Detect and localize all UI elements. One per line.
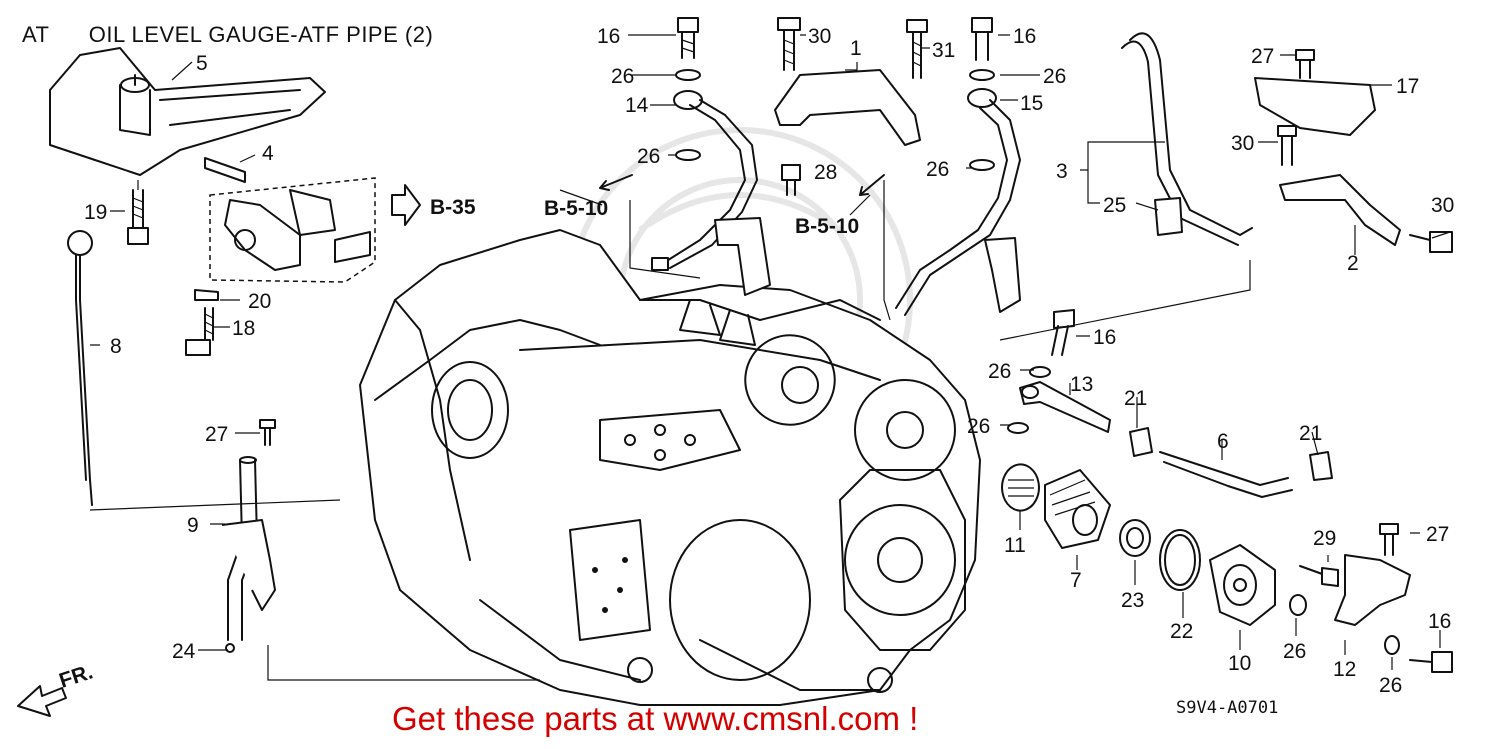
callout-27: 27 bbox=[1251, 45, 1274, 68]
hardware-stack-right bbox=[906, 17, 997, 171]
reference-label-b510: B-5-10 bbox=[795, 215, 859, 238]
front-direction-arrow bbox=[17, 685, 67, 717]
callout-4: 4 bbox=[262, 142, 274, 165]
callout-5: 5 bbox=[196, 52, 208, 75]
callout-9: 9 bbox=[187, 514, 199, 537]
reference-label-b35: B-35 bbox=[430, 196, 476, 219]
callout-26: 26 bbox=[637, 145, 660, 168]
callout-16: 16 bbox=[1093, 326, 1116, 349]
callout-7: 7 bbox=[1070, 569, 1082, 592]
callout-30: 30 bbox=[1231, 132, 1254, 155]
dipstick-part-8 bbox=[67, 230, 93, 506]
callout-15: 15 bbox=[1020, 92, 1043, 115]
front-direction-label: FR. bbox=[56, 660, 95, 692]
callout-26: 26 bbox=[1283, 640, 1306, 663]
atf-pipe-part-14 bbox=[651, 99, 771, 296]
callout-21: 21 bbox=[1124, 387, 1147, 410]
callout-30: 30 bbox=[1431, 194, 1454, 217]
bracket-part-17 bbox=[1254, 49, 1376, 136]
callout-6: 6 bbox=[1217, 430, 1229, 453]
callout-11: 11 bbox=[1004, 534, 1026, 557]
part-20-and-18 bbox=[185, 289, 219, 356]
callout-16: 16 bbox=[1428, 610, 1451, 633]
promo-banner: Get these parts at www.cmsnl.com ! bbox=[392, 700, 919, 737]
callout-26: 26 bbox=[967, 415, 990, 438]
reference-arrow-b35 bbox=[391, 184, 421, 226]
atf-pipe-part-15 bbox=[895, 99, 1021, 316]
bolt-part-19 bbox=[127, 180, 149, 245]
callout-25: 25 bbox=[1103, 194, 1126, 217]
callout-3: 3 bbox=[1056, 160, 1068, 183]
hose-part-6 bbox=[1129, 427, 1333, 498]
callout-29: 29 bbox=[1313, 527, 1336, 550]
valve-assembly-part-4 bbox=[204, 157, 376, 283]
callout-16: 16 bbox=[597, 25, 620, 48]
model-code: AT bbox=[22, 22, 50, 47]
callout-12: 12 bbox=[1333, 658, 1356, 681]
filter-parts bbox=[1001, 463, 1111, 549]
bolt-part-28 bbox=[781, 164, 801, 196]
o-ring-part-22 bbox=[1159, 529, 1201, 591]
callout-31: 31 bbox=[932, 39, 955, 62]
callout-14: 14 bbox=[625, 94, 649, 117]
leader-lines bbox=[89, 34, 1451, 681]
bracket-part-12 bbox=[1334, 523, 1453, 673]
callout-26: 26 bbox=[1379, 674, 1402, 697]
reference-label-b510: B-5-10 bbox=[544, 197, 608, 220]
callout-22: 22 bbox=[1170, 620, 1193, 643]
callout-24: 24 bbox=[172, 640, 196, 663]
bracket-part-1 bbox=[774, 17, 921, 146]
callout-18: 18 bbox=[232, 317, 255, 340]
gauge-pipe-part-9 bbox=[221, 419, 276, 653]
callout-30: 30 bbox=[808, 25, 831, 48]
bracket-part-2 bbox=[1277, 125, 1453, 253]
callout-8: 8 bbox=[110, 335, 122, 358]
callout-27: 27 bbox=[1426, 523, 1449, 546]
catalog-number: S9V4-A0701 bbox=[1176, 698, 1278, 718]
callout-26: 26 bbox=[611, 65, 634, 88]
seal-part-23 bbox=[1119, 519, 1151, 557]
hardware-stack-left bbox=[673, 17, 703, 161]
reference-arrow-b510-right bbox=[859, 174, 885, 196]
callout-20: 20 bbox=[248, 290, 271, 313]
callout-23: 23 bbox=[1121, 589, 1144, 612]
callout-10: 10 bbox=[1228, 652, 1251, 675]
transmission-case bbox=[359, 229, 981, 706]
cover-part-5 bbox=[49, 47, 326, 176]
diagram-header: AT OIL LEVEL GAUGE-ATF PIPE (2) bbox=[22, 22, 433, 48]
reference-arrow-b510-left bbox=[599, 174, 633, 191]
callout-2: 2 bbox=[1347, 252, 1359, 275]
callout-13: 13 bbox=[1070, 373, 1093, 396]
atf-pipe-part-3 bbox=[1121, 32, 1253, 246]
callout-labels: 16 26 14 26 30 1 28 31 16 26 15 26 3 25 … bbox=[84, 25, 1454, 697]
callout-21: 21 bbox=[1299, 422, 1322, 445]
callout-27: 27 bbox=[205, 423, 228, 446]
cover-part-10 bbox=[1209, 544, 1339, 626]
callout-17: 17 bbox=[1396, 75, 1419, 98]
callout-1: 1 bbox=[850, 37, 862, 60]
banjo-bolt-part-16 bbox=[1007, 309, 1075, 434]
callout-26: 26 bbox=[1043, 65, 1066, 88]
callout-26: 26 bbox=[988, 360, 1011, 383]
callout-28: 28 bbox=[814, 161, 837, 184]
diagram-title: OIL LEVEL GAUGE-ATF PIPE (2) bbox=[88, 22, 434, 47]
callout-19: 19 bbox=[84, 201, 107, 224]
callout-16: 16 bbox=[1013, 25, 1036, 48]
callout-26: 26 bbox=[926, 158, 949, 181]
pipe-part-13 bbox=[1019, 381, 1111, 433]
